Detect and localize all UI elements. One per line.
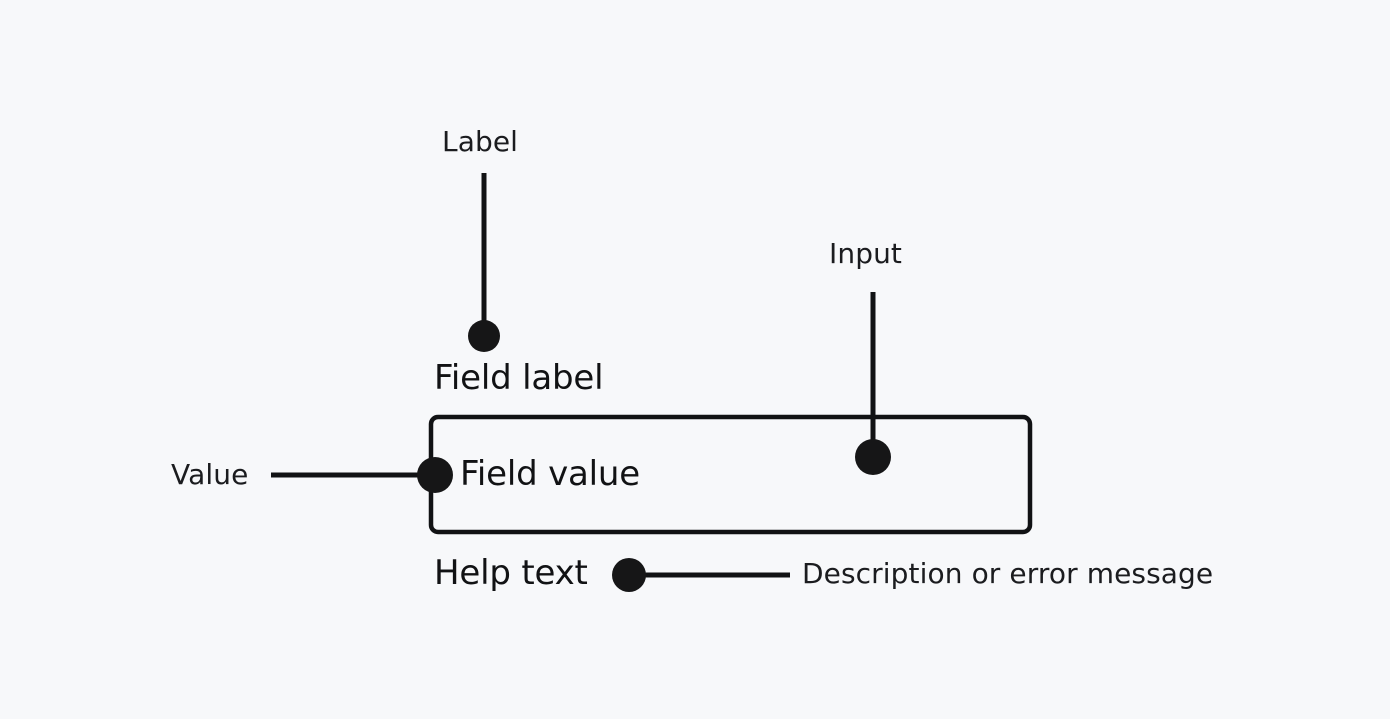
help-text-callout-dot	[612, 558, 646, 592]
value-callout-dot	[417, 457, 453, 493]
annotation-input: Input	[829, 237, 903, 270]
field-help-text-label: Help text	[434, 553, 588, 593]
annotation-value: Value	[171, 458, 249, 491]
field-label-text: Field label	[434, 358, 604, 398]
annotation-description: Description or error message	[802, 557, 1214, 590]
label-callout-dot	[468, 320, 500, 352]
input-callout-dot	[855, 439, 891, 475]
annotation-label: Label	[442, 125, 519, 158]
field-value-text[interactable]: Field value	[460, 454, 640, 494]
